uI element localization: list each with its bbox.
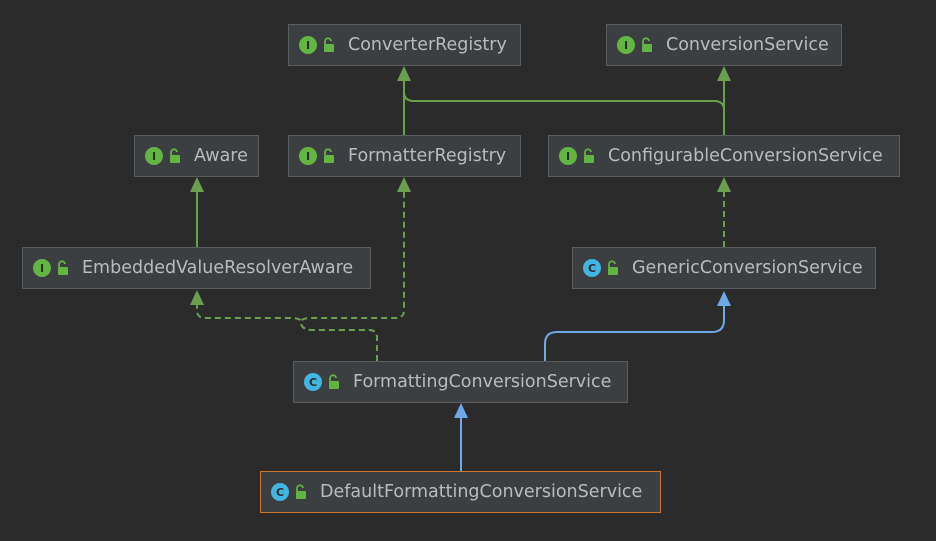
node-label: ConverterRegistry <box>348 35 507 55</box>
interface-icon: I <box>33 259 51 277</box>
class-icon: C <box>583 259 601 277</box>
node-formatter-registry[interactable]: I FormatterRegistry <box>288 135 521 177</box>
interface-icon: I <box>617 36 635 54</box>
interface-icon: I <box>299 36 317 54</box>
edge-formatting-to-embedded <box>196 304 378 361</box>
unlock-icon <box>642 37 652 52</box>
unlock-icon <box>324 37 334 52</box>
arrowhead-formatting <box>454 403 468 418</box>
node-converter-registry[interactable]: I ConverterRegistry <box>288 24 521 66</box>
arrowhead-aware <box>190 177 204 192</box>
node-conversion-service[interactable]: I ConversionService <box>606 24 842 66</box>
class-icon: C <box>271 483 289 501</box>
edge-configurable-to-converter-registry <box>403 91 725 135</box>
class-icon: C <box>304 373 322 391</box>
unlock-icon <box>296 484 306 499</box>
arrowhead-configurable <box>717 177 731 192</box>
unlock-icon <box>170 148 180 163</box>
arrowhead-generic <box>717 291 731 306</box>
unlock-icon <box>584 148 594 163</box>
interface-icon: I <box>299 147 317 165</box>
interface-icon: I <box>145 147 163 165</box>
node-label: EmbeddedValueResolverAware <box>82 258 354 278</box>
node-label: GenericConversionService <box>632 258 863 278</box>
node-label: Aware <box>194 146 248 166</box>
node-label: DefaultFormattingConversionService <box>320 482 643 502</box>
node-aware[interactable]: I Aware <box>134 135 259 177</box>
arrowhead-conversion-service <box>717 66 731 81</box>
edge-formatting-to-generic <box>544 305 725 361</box>
node-label: ConfigurableConversionService <box>608 146 883 166</box>
node-configurable-conversion-service[interactable]: I ConfigurableConversionService <box>548 135 900 177</box>
node-label: FormatterRegistry <box>348 146 507 166</box>
unlock-icon <box>58 260 68 275</box>
node-generic-conversion-service[interactable]: C GenericConversionService <box>572 247 876 289</box>
arrowhead-formatter-registry <box>397 177 411 192</box>
unlock-icon <box>329 374 339 389</box>
node-label: FormattingConversionService <box>353 372 612 392</box>
node-formatting-conversion-service[interactable]: C FormattingConversionService <box>293 361 628 403</box>
node-label: ConversionService <box>666 35 829 55</box>
interface-icon: I <box>559 147 577 165</box>
unlock-icon <box>324 148 334 163</box>
node-default-formatting-conversion-service[interactable]: C DefaultFormattingConversionService <box>260 471 661 513</box>
arrowhead-embedded <box>190 290 204 305</box>
node-embedded-value-resolver-aware[interactable]: I EmbeddedValueResolverAware <box>22 247 371 289</box>
unlock-icon <box>608 260 618 275</box>
arrowhead-converter-registry <box>397 66 411 81</box>
